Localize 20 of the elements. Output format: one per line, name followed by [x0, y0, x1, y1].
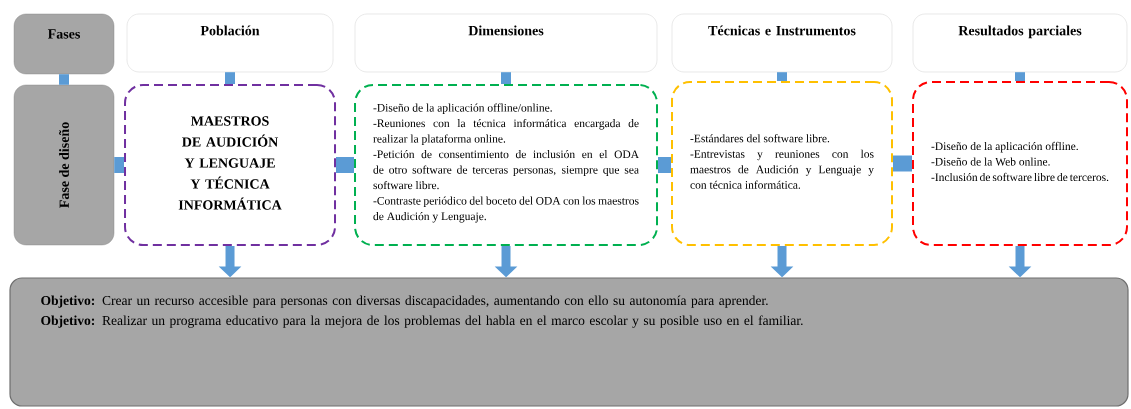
connector — [658, 157, 671, 173]
dashed-box: -Estándares del software libre. -Entrevistas y reuniones con los maestros de Audición y Lenguaje y con técnica informática. — [671, 81, 893, 246]
connector — [893, 155, 912, 172]
header-box: Técnicas e Instrumentos — [671, 13, 893, 73]
header-box: Población — [126, 13, 334, 73]
phase-box: Fase de diseño — [13, 84, 115, 246]
connector — [59, 74, 69, 85]
connector — [336, 157, 354, 173]
header-box: Dimensiones — [354, 13, 658, 73]
connector — [501, 72, 511, 84]
connector — [1015, 72, 1025, 81]
header-box: Resultados parciales — [912, 13, 1128, 73]
phase-box: Fases — [13, 13, 115, 75]
dashed-box: MAESTROS DE AUDICIÓN Y LENGUAJE Y TÉCNICA INFORMÁTICA — [124, 84, 336, 246]
connector — [114, 157, 124, 173]
connector — [225, 72, 235, 84]
connector — [777, 72, 787, 81]
dashed-box: -Diseño de la aplicación offline. -Diseño de la Web online. -Inclusión de software libre de terceros. — [912, 81, 1128, 246]
objective-box: Objetivo: Crear un recurso accesible para personas con diversas discapacidades, aumentando con ello su autonomía para aprender. Objetivo: Realizar un programa educativo para la mejora de los problemas del habla en el marco escolar y su posible uso en el familiar. — [9, 277, 1129, 407]
dashed-box: -Diseño de la aplicación offline/online. -Reuniones con la técnica informática encargada de realizar la plataforma online. -Petición de consentimiento de inclusión en el ODA de otro software de terceras personas, siempre que sea software libre. -Contraste periódico del boceto del ODA con los maestros de Audición y Lenguaje. — [354, 84, 658, 246]
